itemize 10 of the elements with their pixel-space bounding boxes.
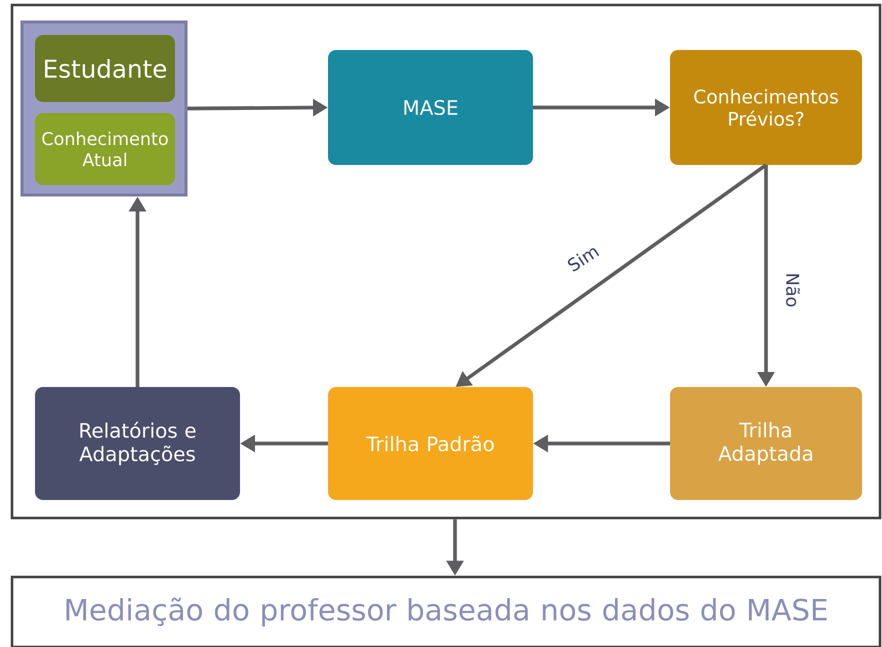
- edge-label: Não: [784, 272, 802, 308]
- process-box: Trilha Padrão: [328, 387, 533, 500]
- process-box: Conhecimento Atual: [35, 113, 175, 185]
- process-box: Relatórios e Adaptações: [35, 387, 240, 500]
- decision-box: Conhecimentos Prévios?: [670, 50, 862, 165]
- process-box: MASE: [328, 50, 533, 165]
- message-box: Mediação do professor baseada nos dados do MASE: [10, 576, 882, 647]
- process-box: Estudante: [35, 35, 175, 102]
- process-box: Trilha Adaptada: [670, 387, 862, 500]
- edge-label: Sim: [564, 242, 602, 274]
